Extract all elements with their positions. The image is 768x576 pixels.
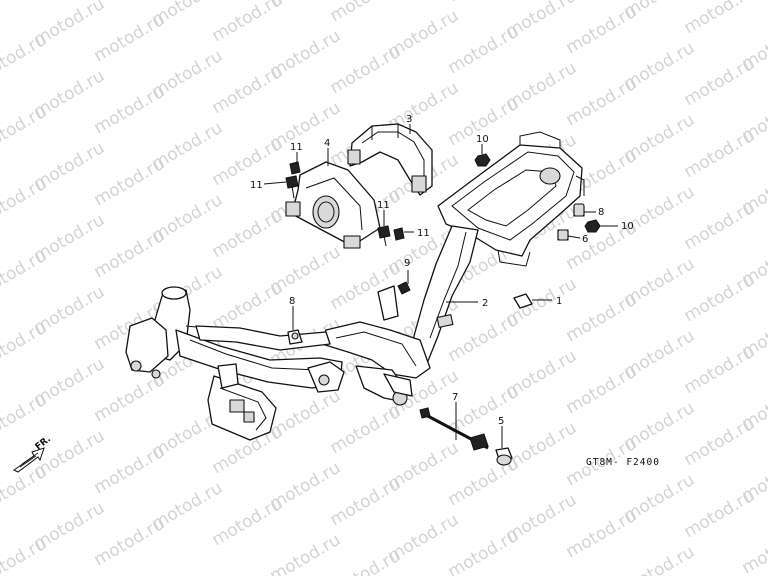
watermark-text: motod.ru (681, 126, 759, 182)
watermark-text: motod.ru (621, 542, 699, 576)
watermark-text: motod.ru (209, 278, 287, 334)
front-frame (125, 286, 345, 441)
callout-3: 3 (406, 114, 412, 125)
watermark-text: motod.ru (0, 534, 50, 576)
watermark-text: motod.ru (0, 174, 50, 230)
callout-5: 5 (498, 416, 504, 427)
watermark-text: motod.ru (0, 30, 50, 86)
part-4-cover (285, 161, 381, 249)
callout-11-left: 11 (250, 180, 263, 191)
watermark-text: motod.ru (445, 310, 523, 366)
callout-7: 7 (452, 392, 458, 403)
watermark-text: motod.ru (563, 74, 641, 130)
callout-11-mid: 11 (377, 200, 390, 211)
watermark-text: motod.ru (681, 342, 759, 398)
watermark-text: motod.ru (91, 10, 169, 66)
callout-10-right: 10 (621, 221, 634, 232)
callout-1: 1 (556, 296, 562, 307)
part-2-main-frame (321, 225, 479, 406)
watermark-text: motod.ru (681, 0, 759, 38)
watermark-text: motod.ru (739, 522, 768, 576)
watermark-text: motod.ru (0, 462, 50, 518)
callout-6: 6 (582, 234, 588, 245)
watermark-text: motod.ru (267, 530, 345, 576)
watermark-text: motod.ru (445, 0, 523, 6)
callout-8-front: 8 (289, 296, 295, 307)
watermark-text: motod.ru (0, 318, 50, 374)
callout-labels: 1 2 3 4 5 6 7 8 8 9 10 10 11 11 11 11 (250, 114, 634, 427)
fasteners (285, 153, 601, 466)
watermark-text: motod.ru (91, 226, 169, 282)
watermark-text: motod.ru (209, 494, 287, 550)
watermark-text: motod.ru (681, 486, 759, 542)
watermark-text: motod.ru (563, 362, 641, 418)
part-3-bracket (347, 123, 433, 196)
watermark-text: motod.ru (563, 290, 641, 346)
watermark-text: motod.ru (0, 102, 50, 158)
watermark-text: motod.ru (327, 0, 405, 26)
watermark-text: motod.ru (209, 134, 287, 190)
watermark-text: motod.ru (681, 270, 759, 326)
watermark-text: motod.ru (563, 2, 641, 58)
watermark-text: motod.ru (327, 402, 405, 458)
diagram-code: GT8M- F2400 (586, 457, 660, 468)
watermark-text: motod.ru (445, 526, 523, 576)
callout-10-top: 10 (476, 134, 489, 145)
callout-11-top: 11 (290, 142, 303, 153)
watermark-text: motod.ru (327, 42, 405, 98)
watermark-text: motod.ru (327, 474, 405, 530)
watermark-text: motod.ru (209, 0, 287, 46)
watermark-text: motod.ru (0, 0, 50, 14)
watermark-text: motod.ru (0, 246, 50, 302)
leader-lines (263, 124, 618, 448)
callout-8-rear: 8 (598, 207, 604, 218)
watermark-text: motod.ru (91, 514, 169, 570)
watermark-text: motod.ru (209, 206, 287, 262)
watermark-text: motod.ru (681, 414, 759, 470)
watermark-text: motod.ru (91, 154, 169, 210)
watermark-text: motod.ru (91, 82, 169, 138)
watermark-text: motod.ru (681, 198, 759, 254)
watermark-text: motod.ru (209, 62, 287, 118)
watermark-text: motod.ru (563, 506, 641, 562)
callout-9: 9 (404, 258, 410, 269)
callout-4: 4 (324, 138, 330, 149)
watermark-text: motod.ru (445, 22, 523, 78)
watermark-text: motod.ru (91, 442, 169, 498)
callout-2: 2 (482, 298, 488, 309)
callout-11-right: 11 (417, 228, 430, 239)
watermark-text: motod.ru (681, 54, 759, 110)
